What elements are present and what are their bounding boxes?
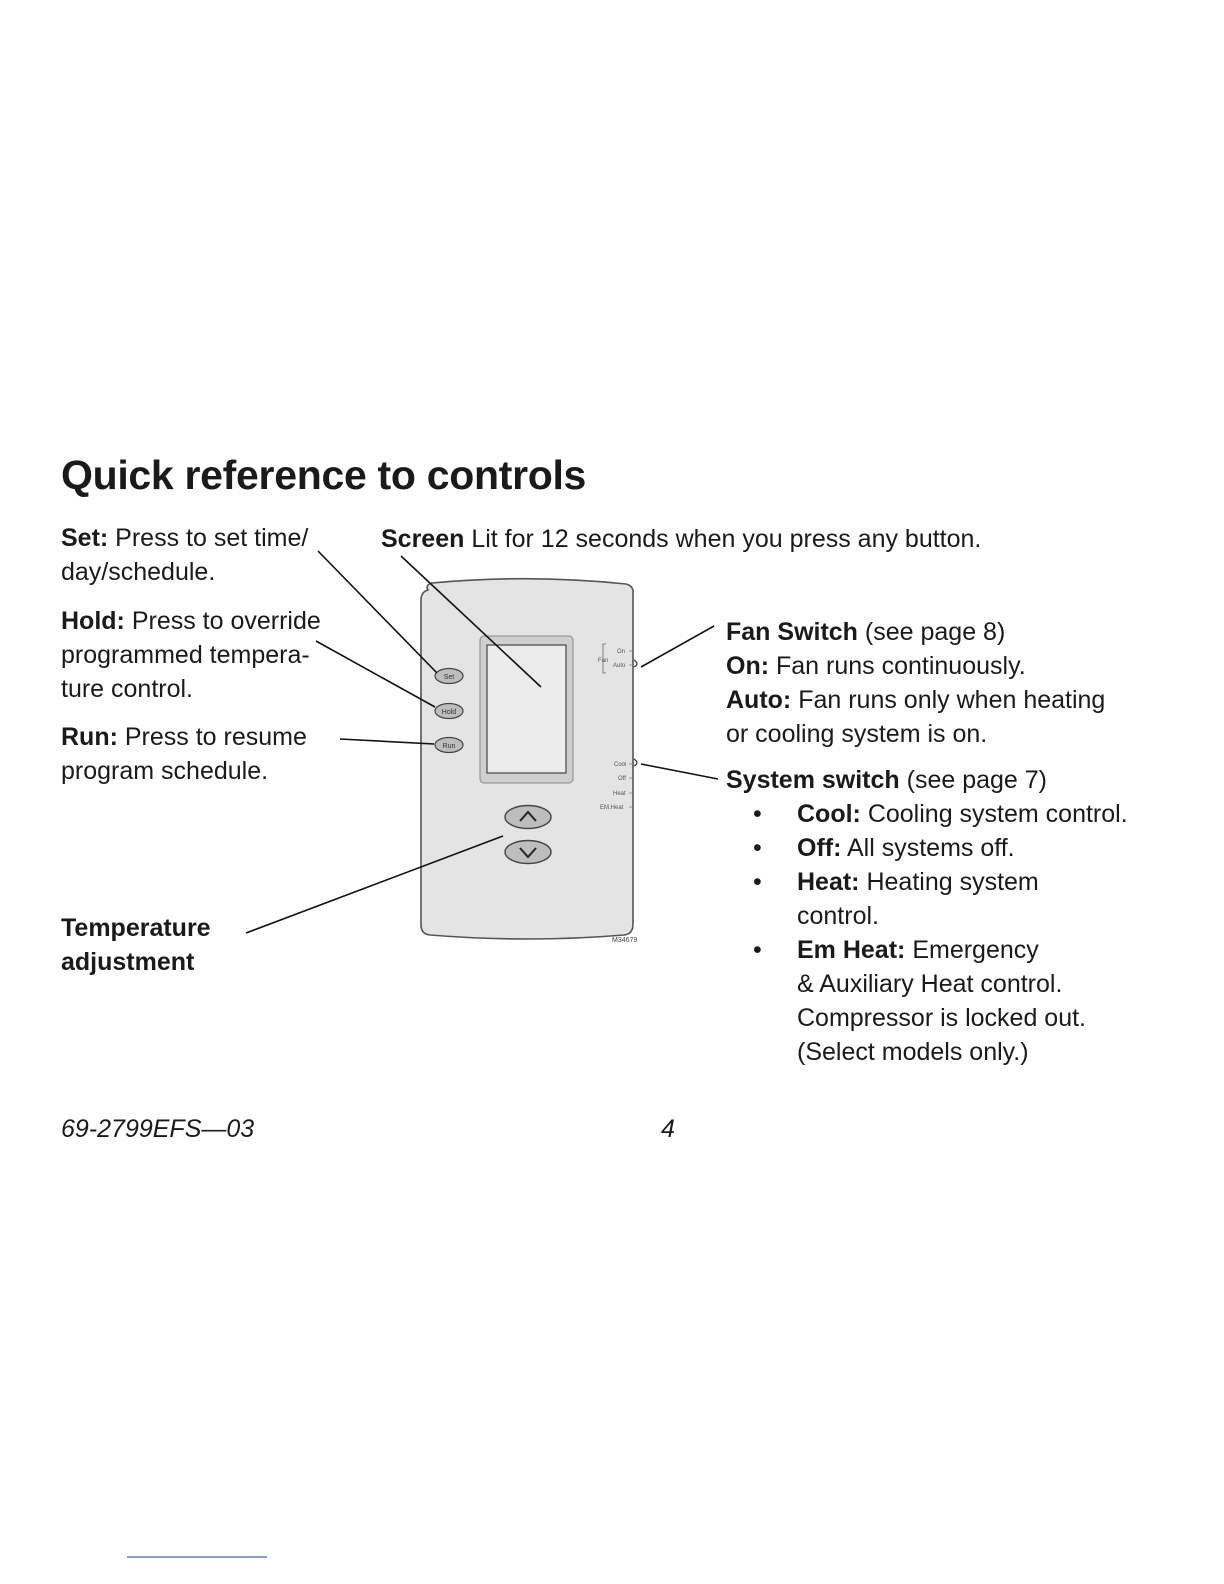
em-heat-text-4: (Select models only.) bbox=[797, 1038, 1029, 1066]
temperature-label-2: adjustment bbox=[61, 948, 195, 976]
system-heat-position: Heat bbox=[613, 791, 626, 797]
set-text-2: day/schedule. bbox=[61, 558, 216, 586]
heat-text: Heating system bbox=[859, 868, 1039, 896]
bullet-icon: • bbox=[753, 936, 762, 964]
system-off-position: Off bbox=[618, 776, 626, 782]
system-switch-ref: (see page 7) bbox=[899, 766, 1048, 794]
cool-label: Cool: bbox=[797, 800, 861, 828]
em-heat-label: Em Heat: bbox=[797, 936, 906, 964]
callout-lines bbox=[245, 550, 719, 934]
off-label: Off: bbox=[797, 834, 842, 862]
system-cool-position: Cool bbox=[614, 762, 626, 768]
off-text: All systems off. bbox=[841, 834, 1015, 862]
list-item: • Cool: Cooling system control. bbox=[726, 797, 1186, 831]
page-number: 4 bbox=[661, 1115, 675, 1143]
screen-callout-line bbox=[400, 555, 542, 688]
system-switch-knob bbox=[633, 758, 638, 767]
run-label: Run: bbox=[61, 723, 118, 751]
screen-text: Lit for 12 seconds when you press any bu… bbox=[464, 525, 982, 553]
set-button[interactable]: Set bbox=[434, 667, 464, 685]
fan-switch-label: Fan Switch bbox=[726, 618, 858, 646]
chevron-down-icon bbox=[519, 847, 537, 859]
hold-text: Press to override bbox=[124, 607, 321, 635]
temperature-label-1: Temperature bbox=[61, 914, 211, 942]
run-text-2: program schedule. bbox=[61, 757, 269, 785]
list-item: • Off: All systems off. bbox=[726, 831, 1186, 865]
hold-label: Hold: bbox=[61, 607, 125, 635]
heat-text-2: control. bbox=[797, 902, 879, 930]
em-heat-text: Emergency bbox=[905, 936, 1039, 964]
system-callout-line bbox=[640, 763, 719, 780]
fan-switch-ref: (see page 8) bbox=[857, 618, 1006, 646]
bullet-icon: • bbox=[753, 834, 762, 862]
run-description: Run: Press to resume program schedule. bbox=[61, 720, 361, 788]
chevron-up-icon bbox=[519, 810, 537, 822]
fan-auto-label: Auto: bbox=[726, 686, 792, 714]
temperature-down-button[interactable] bbox=[504, 839, 552, 865]
set-button-label: Set bbox=[444, 674, 455, 681]
hold-text-2: programmed tempera- bbox=[61, 641, 310, 669]
list-item: • Heat: Heating system control. bbox=[726, 865, 1186, 933]
system-switch-label: System switch bbox=[726, 766, 900, 794]
run-button[interactable]: Run bbox=[434, 736, 464, 754]
system-em-heat-position: EM.Heat bbox=[600, 805, 624, 811]
fan-on-text: Fan runs continuously. bbox=[769, 652, 1026, 680]
em-heat-text-2: & Auxiliary Heat control. bbox=[797, 970, 1063, 998]
temperature-callout-line bbox=[245, 835, 504, 934]
set-description: Set: Press to set time/ day/schedule. bbox=[61, 521, 361, 589]
system-switch[interactable]: Cool Off Heat EM.Heat bbox=[600, 758, 638, 811]
hold-button[interactable]: Hold bbox=[434, 702, 464, 720]
heat-label: Heat: bbox=[797, 868, 860, 896]
system-mode-list: • Cool: Cooling system control. • Off: A… bbox=[726, 797, 1186, 1069]
fan-switch-description: Fan Switch (see page 8) On: Fan runs con… bbox=[726, 615, 1186, 751]
fan-on-position: On bbox=[617, 649, 625, 655]
model-number: M34679 bbox=[612, 937, 637, 944]
temperature-up-button[interactable] bbox=[504, 804, 552, 830]
fan-switch[interactable]: Fan On Auto bbox=[598, 643, 638, 674]
fan-on-label: On: bbox=[726, 652, 770, 680]
set-label: Set: bbox=[61, 524, 109, 552]
lcd-screen bbox=[486, 644, 567, 774]
em-heat-text-3: Compressor is locked out. bbox=[797, 1004, 1087, 1032]
system-switch-description: System switch (see page 7) • Cool: Cooli… bbox=[726, 763, 1186, 1069]
document-code: 69-2799EFS—03 bbox=[61, 1115, 255, 1143]
fan-switch-caption: Fan bbox=[598, 658, 608, 664]
screen-description: Screen Lit for 12 seconds when you press… bbox=[381, 522, 981, 556]
set-text: Press to set time/ bbox=[108, 524, 309, 552]
cool-text: Cooling system control. bbox=[860, 800, 1128, 828]
run-text: Press to resume bbox=[117, 723, 307, 751]
fan-switch-knob bbox=[633, 659, 638, 668]
bullet-icon: • bbox=[753, 868, 762, 896]
fan-auto-text: Fan runs only when heating bbox=[791, 686, 1106, 714]
screen-label: Screen bbox=[381, 525, 465, 553]
fan-callout-line bbox=[640, 625, 715, 668]
hold-description: Hold: Press to override programmed tempe… bbox=[61, 604, 361, 706]
bullet-icon: • bbox=[753, 800, 762, 828]
set-callout-line bbox=[317, 550, 438, 674]
hold-callout-line bbox=[315, 640, 436, 708]
temperature-adjustment-label: Temperature adjustment bbox=[61, 911, 281, 979]
fan-auto-position: Auto bbox=[613, 663, 626, 669]
hold-text-3: ture control. bbox=[61, 675, 194, 703]
page-title: Quick reference to controls bbox=[61, 452, 587, 498]
run-callout-line bbox=[339, 738, 435, 745]
run-button-label: Run bbox=[443, 743, 456, 750]
fan-auto-text-2: or cooling system is on. bbox=[726, 720, 988, 748]
footnote-rule bbox=[127, 1556, 267, 1558]
hold-button-label: Hold bbox=[442, 709, 457, 716]
list-item: • Em Heat: Emergency & Auxiliary Heat co… bbox=[726, 933, 1186, 1069]
